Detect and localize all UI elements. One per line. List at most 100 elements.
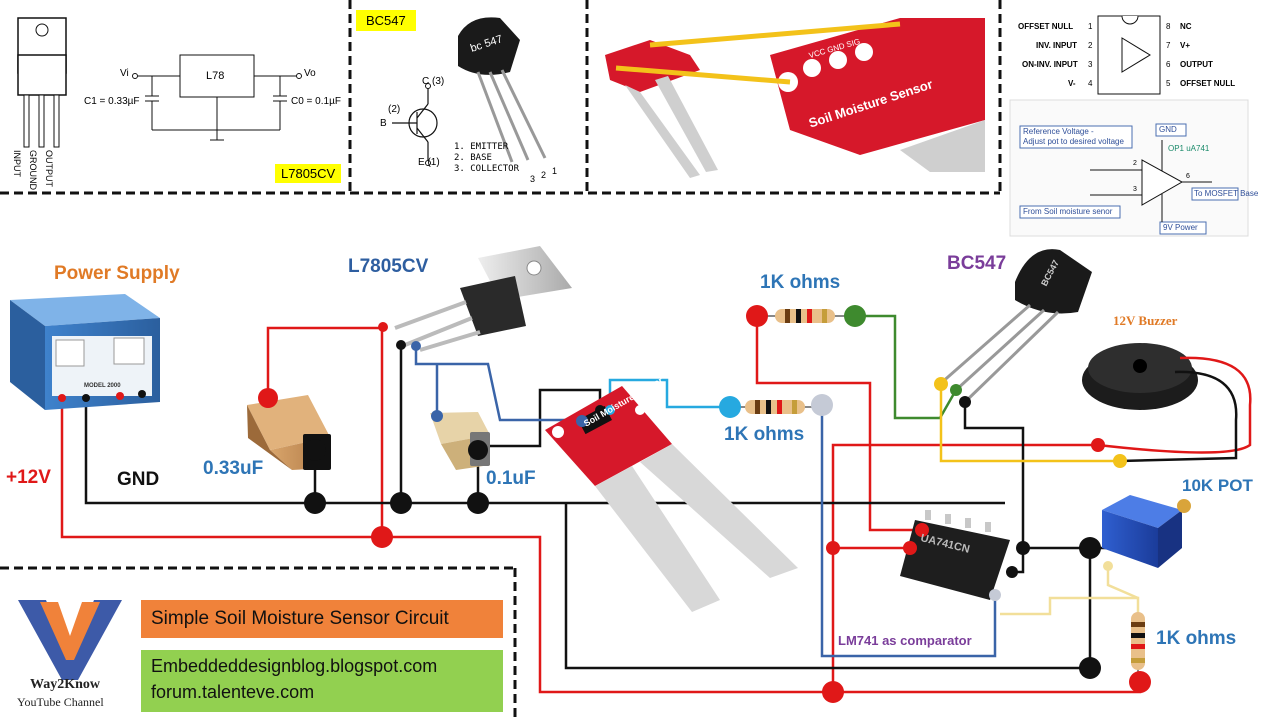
cyan-wire xyxy=(608,378,730,410)
resistor-top xyxy=(757,309,855,323)
comparator-mosfet-label: To MOSFET Base xyxy=(1194,189,1259,198)
pin-b-label: B xyxy=(380,118,387,129)
wire-terminal-dot xyxy=(411,341,421,351)
comparator-power-label: 9V Power xyxy=(1163,223,1198,232)
comparator-soil-label: From Soil moisture senor xyxy=(1023,207,1113,216)
footer-url-1: Embeddeddesignblog.blogspot.com xyxy=(151,656,438,676)
comparator-op-label: OP1 uA741 xyxy=(1168,144,1210,153)
wire-terminal-dot xyxy=(1016,541,1030,555)
transistor-tag: BC547 xyxy=(356,10,416,31)
capacitor-01-label: 0.1uF xyxy=(486,468,536,489)
regulator-schematic xyxy=(17,17,302,148)
resistor-middle xyxy=(730,400,822,414)
pin8-num: 8 xyxy=(1166,22,1171,31)
wire-terminal-dot xyxy=(1079,657,1101,679)
plus12v-label: +12V xyxy=(6,467,51,488)
pin7-label: V+ xyxy=(1180,41,1191,50)
transistor-schematic xyxy=(392,17,547,166)
comparator-pin2: 2 xyxy=(1133,160,1137,167)
pin5-num: 5 xyxy=(1166,79,1171,88)
psu-model-label: MODEL 2000 xyxy=(84,383,121,389)
yellow-wire xyxy=(939,384,1120,463)
pin-b-num: (2) xyxy=(388,104,401,115)
wire-terminal-dot xyxy=(934,377,948,391)
pin-input-label: INPUT xyxy=(12,150,22,177)
vo-label: Vo xyxy=(304,68,316,79)
pin2-label: INV. INPUT xyxy=(1036,41,1078,50)
leg-num-1: 1 xyxy=(552,166,558,176)
wire-terminal-dot xyxy=(719,396,741,418)
pin8-label: NC xyxy=(1180,22,1192,31)
title-box xyxy=(141,600,503,638)
wire-terminal-dot xyxy=(304,439,326,461)
wire-terminal-dot xyxy=(959,396,971,408)
comparator-pin6: 6 xyxy=(1186,173,1190,180)
wire-terminal-dot xyxy=(390,492,412,514)
regulator-tag: L7805CV xyxy=(275,164,342,183)
pin-e-label: E (1) xyxy=(418,157,440,168)
buzzer-label: 12V Buzzer xyxy=(1113,313,1178,328)
wire-terminal-dot xyxy=(431,410,443,422)
resistor-bottom-label: 1K ohms xyxy=(1156,628,1237,649)
legend-emitter: 1. EMITTER xyxy=(454,142,509,152)
comparator-schematic xyxy=(1009,99,1249,237)
pin6-num: 6 xyxy=(1166,60,1171,69)
dashed-separators xyxy=(0,0,1002,720)
resistor-top-label: 1K ohms xyxy=(760,272,841,293)
comparator-gnd-label: GND xyxy=(1159,125,1177,134)
pin1-num: 1 xyxy=(1088,22,1093,31)
comparator-pin3: 3 xyxy=(1133,186,1137,193)
pin5-label: OFFSET NULL xyxy=(1180,79,1236,88)
wire-terminal-dot xyxy=(1091,438,1105,452)
c0-label: C0 = 0.1µF xyxy=(291,96,341,107)
pin-output-label: OUTPUT xyxy=(44,150,54,187)
pin3-num: 3 xyxy=(1088,60,1093,69)
ic-l78-label: L78 xyxy=(206,70,225,82)
power-supply xyxy=(10,294,160,410)
opamp-pinout xyxy=(1097,15,1161,95)
pin4-label: V- xyxy=(1068,79,1076,88)
wire-terminal-dot xyxy=(1129,671,1151,693)
pin6-label: OUTPUT xyxy=(1180,60,1213,69)
pin-c-label: C (3) xyxy=(422,76,445,87)
lm741-label: LM741 as comparator xyxy=(838,633,972,648)
url-box xyxy=(141,650,503,712)
brand-label: Way2Know xyxy=(30,677,101,692)
regulator-l7805 xyxy=(394,246,572,352)
legend-base: 2. BASE xyxy=(454,153,492,163)
regulator-label: L7805CV xyxy=(348,256,429,277)
power-supply-label: Power Supply xyxy=(54,263,180,284)
wire-terminal-dot xyxy=(822,681,844,703)
way2know-logo xyxy=(18,600,122,680)
wire-terminal-dot xyxy=(304,492,326,514)
wire-terminal-dot xyxy=(1113,454,1127,468)
wire-terminal-dot xyxy=(915,523,929,537)
footer-title: Simple Soil Moisture Sensor Circuit xyxy=(151,608,449,629)
wire-terminal-dot xyxy=(746,305,768,327)
wire-terminal-dot xyxy=(467,492,489,514)
pin7-num: 7 xyxy=(1166,41,1171,50)
pin3-label: ON-INV. INPUT xyxy=(1022,60,1078,69)
wire-terminal-dot xyxy=(903,541,917,555)
wire-terminal-dot xyxy=(1079,537,1101,559)
pot-label: 10K POT xyxy=(1182,476,1253,495)
soil-moisture-sensor xyxy=(545,386,798,612)
wire-terminal-dot xyxy=(844,305,866,327)
wire-terminal-dot xyxy=(605,405,615,415)
green-wire xyxy=(855,314,958,420)
footer-url-2: forum.talenteve.com xyxy=(151,682,315,702)
pot-10k xyxy=(1102,495,1191,568)
blue-wires xyxy=(414,346,997,658)
legend-collector: 3. COLLECTOR xyxy=(454,164,520,174)
wire-terminal-dot xyxy=(811,394,833,416)
sensor-photo xyxy=(605,18,985,178)
resistor-bottom xyxy=(1131,612,1145,682)
buzzer xyxy=(1082,343,1252,463)
pin2-num: 2 xyxy=(1088,41,1093,50)
resistor-middle-label: 1K ohms xyxy=(724,424,805,445)
wire-terminal-dot xyxy=(826,541,840,555)
wire-terminal-dot xyxy=(378,322,388,332)
bc547-label: BC547 xyxy=(947,253,1007,274)
ref-voltage-label: Reference Voltage - Adjust pot to desire… xyxy=(1023,127,1124,146)
